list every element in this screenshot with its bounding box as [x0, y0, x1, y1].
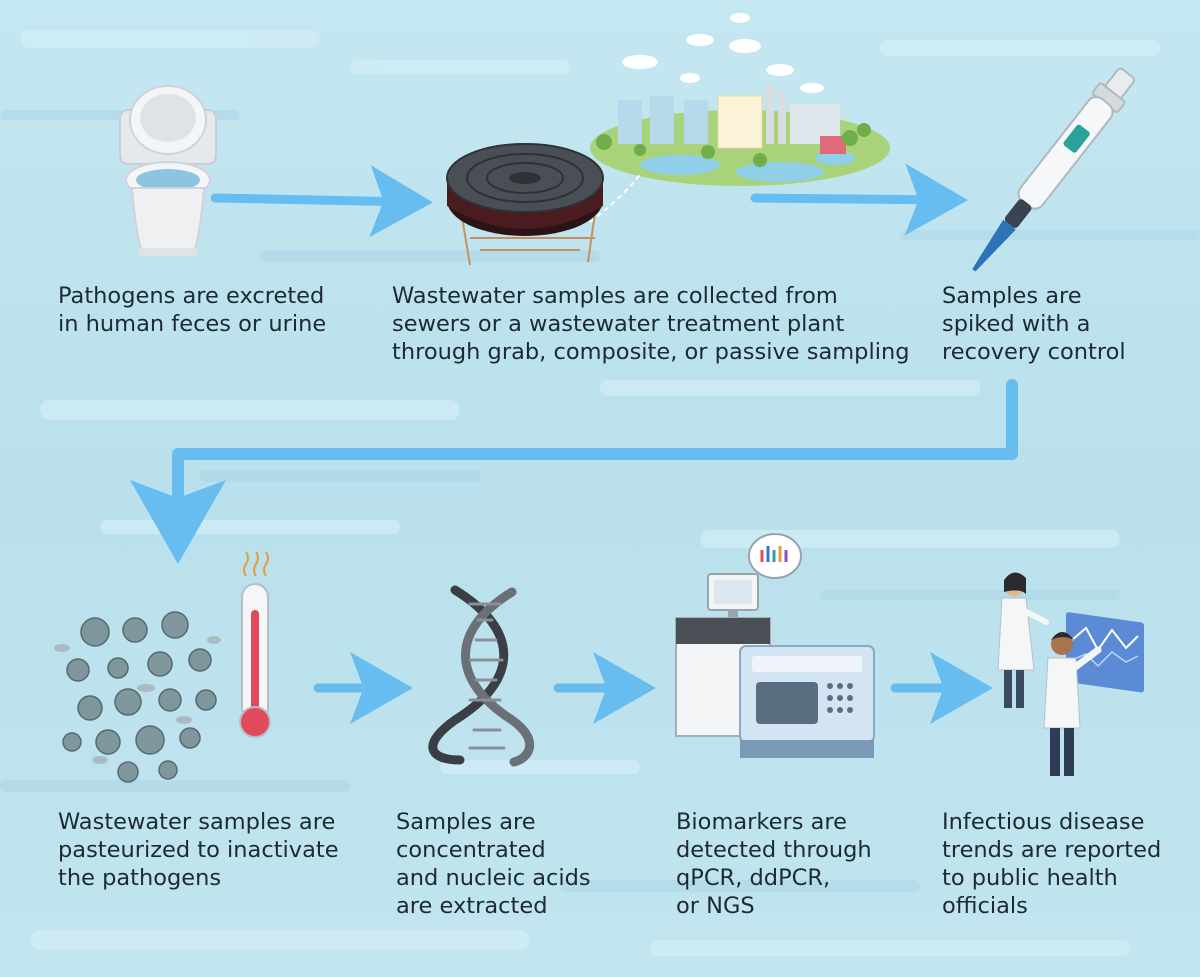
arrow-1-to-2: [210, 165, 433, 238]
toilet-icon: [119, 85, 217, 256]
pathogens-cluster: [62, 611, 217, 783]
flow-arrows: [130, 163, 1018, 724]
arrow-3-to-4: [130, 379, 1018, 564]
pipette-icon: [972, 67, 1135, 272]
step-7-caption: Infectious disease trends are reported t…: [942, 809, 1162, 919]
arrow-2-to-3: [750, 163, 968, 236]
step-1-caption: Pathogens are excreted in human feces or…: [58, 283, 327, 337]
data-screen: [1066, 612, 1144, 693]
step-4-caption: Wastewater samples are pasteurized to in…: [58, 809, 339, 891]
scientist-man: [1043, 632, 1102, 776]
dna-icon: [428, 585, 535, 767]
step-6-caption: Biomarkers are detected through qPCR, dd…: [676, 809, 872, 919]
step-2-caption: Wastewater samples are collected from se…: [392, 283, 910, 365]
step-3-caption: Samples are spiked with a recovery contr…: [942, 283, 1126, 365]
manhole-treatment-plant-icon: [446, 13, 890, 266]
watercolor-streaks-dark: [0, 110, 1200, 892]
scientists-dashboard-icon: [997, 572, 1144, 776]
scientist-woman: [997, 572, 1049, 708]
step-5-caption: Samples are concentrated and nucleic aci…: [396, 809, 591, 919]
pathogens-thermometer-icon: [54, 551, 271, 783]
lab-instrument-icon: [675, 533, 875, 758]
